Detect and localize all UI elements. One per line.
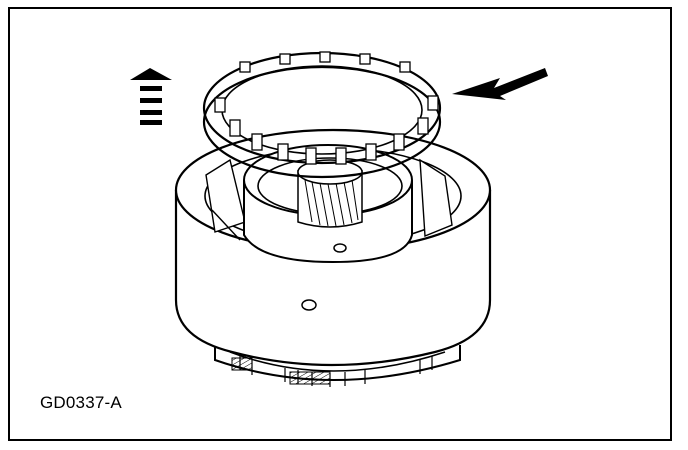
clutch-drum — [174, 128, 492, 367]
up-arrow-icon — [130, 68, 172, 125]
snap-ring — [202, 51, 442, 179]
pointer-arrow-icon — [452, 68, 548, 100]
figure-id-label: GD0337-A — [40, 393, 122, 412]
